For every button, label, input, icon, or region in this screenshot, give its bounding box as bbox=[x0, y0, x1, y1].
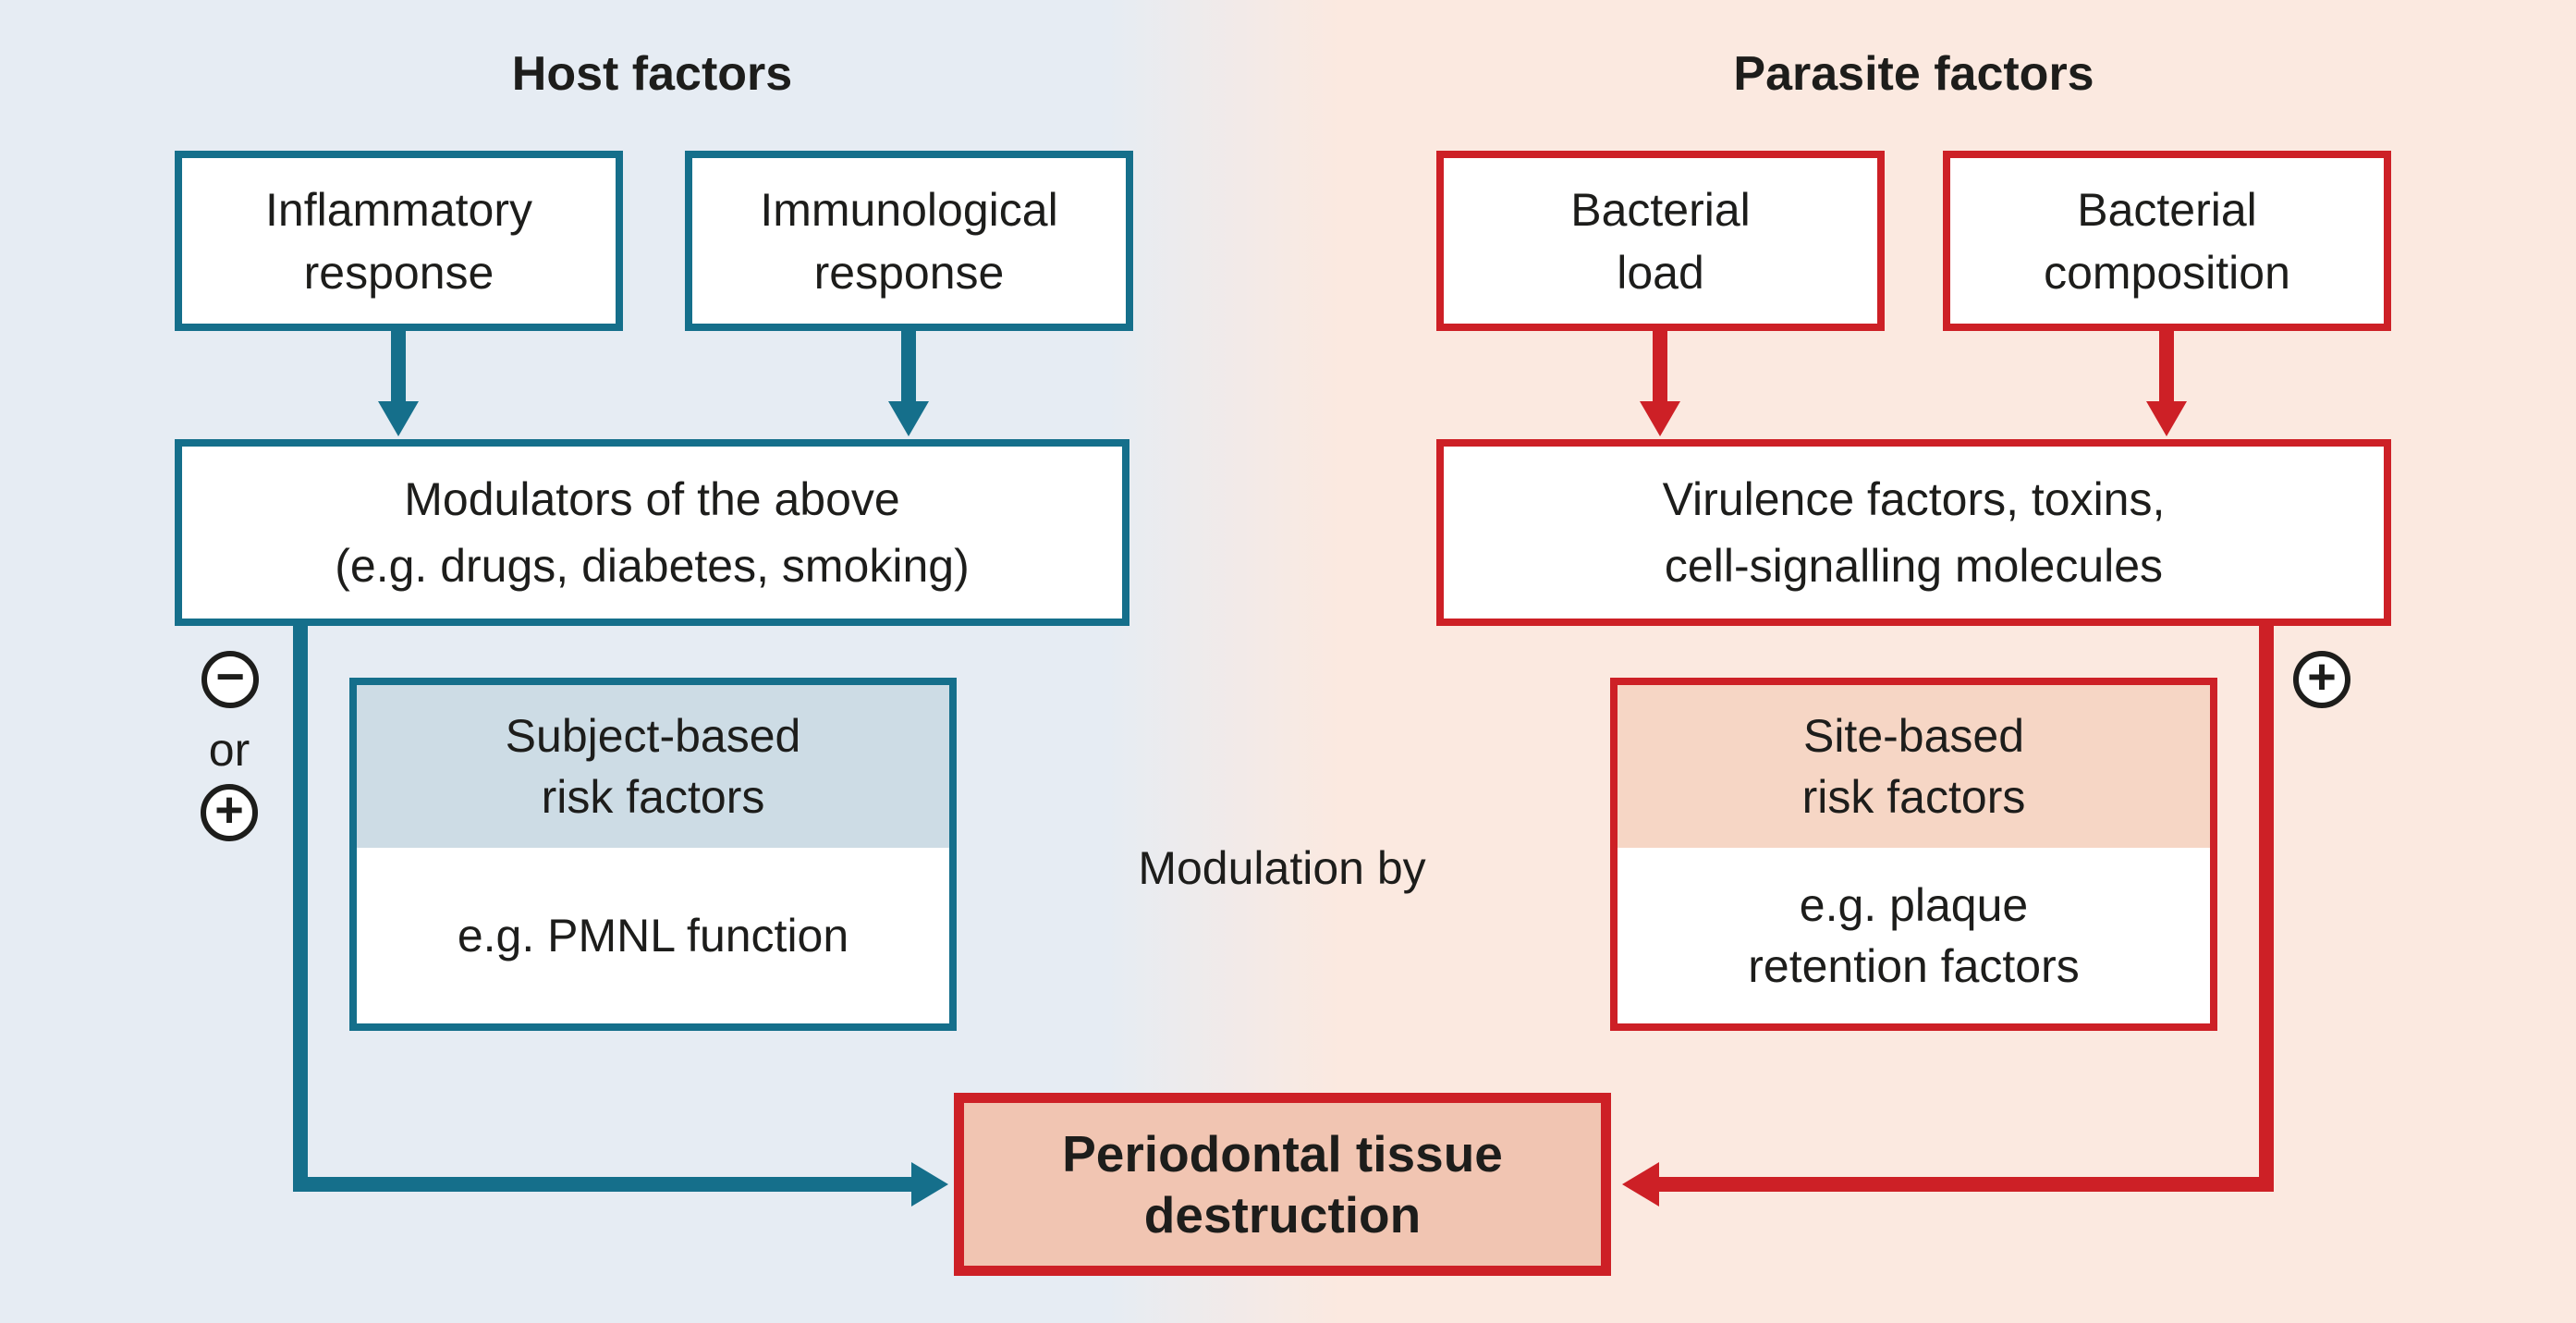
immunological-response-line2: response bbox=[813, 246, 1005, 299]
host-elbow-vertical-line bbox=[293, 626, 308, 1192]
subject-risk-factors-box: Subject-based risk factors e.g. PMNL fun… bbox=[349, 678, 957, 1031]
subject-risk-factors-header: Subject-based risk factors bbox=[357, 685, 949, 848]
inflammatory-response-box: Inflammatory response bbox=[175, 151, 623, 331]
plus-circle-right-icon: + bbox=[2293, 651, 2350, 708]
site-risk-example-line1: e.g. plaque bbox=[1799, 879, 2029, 931]
bacterial-load-box: Bacterial load bbox=[1436, 151, 1885, 331]
plus-symbol-right: + bbox=[2307, 649, 2337, 704]
minus-circle-icon: − bbox=[201, 651, 259, 708]
host-elbow-horizontal-line bbox=[293, 1177, 913, 1192]
arrow-inflammatory-to-modulators-shaft bbox=[391, 331, 406, 401]
arrow-load-to-virulence-head-icon bbox=[1640, 401, 1680, 436]
modulators-line1: Modulators of the above bbox=[404, 473, 900, 525]
subject-risk-factors-body: e.g. PMNL function bbox=[357, 848, 949, 1023]
arrow-load-to-virulence-shaft bbox=[1653, 331, 1667, 401]
subject-risk-header-line2: risk factors bbox=[541, 771, 765, 823]
arrow-composition-to-virulence-shaft bbox=[2159, 331, 2174, 401]
periodontal-destruction-box: Periodontal tissue destruction bbox=[954, 1093, 1611, 1276]
modulation-by-label: Modulation by bbox=[1138, 842, 1426, 894]
parasite-arrow-to-destruction-head-icon bbox=[1622, 1162, 1659, 1207]
subject-risk-header-line1: Subject-based bbox=[505, 710, 801, 762]
virulence-line1: Virulence factors, toxins, bbox=[1662, 473, 2166, 525]
virulence-line2: cell-signalling molecules bbox=[1664, 540, 2164, 592]
bacterial-composition-box: Bacterial composition bbox=[1943, 151, 2391, 331]
site-risk-header-line2: risk factors bbox=[1801, 771, 2026, 823]
minus-symbol: − bbox=[215, 649, 245, 704]
bacterial-composition-line2: composition bbox=[2044, 246, 2290, 299]
site-risk-header-line1: Site-based bbox=[1802, 710, 2025, 762]
periodontal-destruction-line1: Periodontal tissue bbox=[1062, 1125, 1503, 1182]
bacterial-load-line2: load bbox=[1617, 246, 1704, 299]
plus-circle-left-icon: + bbox=[201, 784, 258, 841]
immunological-response-line1: Immunological bbox=[760, 183, 1058, 236]
modulators-line2: (e.g. drugs, diabetes, smoking) bbox=[335, 540, 970, 592]
periodontal-destruction-line2: destruction bbox=[1143, 1186, 1422, 1243]
parasite-elbow-vertical-line bbox=[2259, 626, 2274, 1192]
parasite-elbow-horizontal-line bbox=[1659, 1177, 2274, 1192]
inflammatory-response-line2: response bbox=[303, 246, 494, 299]
virulence-factors-box: Virulence factors, toxins, cell-signalli… bbox=[1436, 439, 2391, 626]
arrow-immunological-to-modulators-head-icon bbox=[888, 401, 929, 436]
site-risk-factors-body: e.g. plaque retention factors bbox=[1618, 848, 2210, 1023]
arrow-immunological-to-modulators-shaft bbox=[901, 331, 916, 401]
site-risk-factors-header: Site-based risk factors bbox=[1618, 685, 2210, 848]
parasite-factors-title: Parasite factors bbox=[1733, 47, 2094, 101]
subject-risk-example: e.g. PMNL function bbox=[457, 910, 849, 962]
bacterial-composition-line1: Bacterial bbox=[2077, 183, 2257, 236]
site-risk-factors-box: Site-based risk factors e.g. plaque rete… bbox=[1610, 678, 2217, 1031]
arrow-inflammatory-to-modulators-head-icon bbox=[378, 401, 419, 436]
or-label: or bbox=[208, 724, 250, 776]
host-factors-title: Host factors bbox=[511, 47, 793, 101]
modulators-box: Modulators of the above (e.g. drugs, dia… bbox=[175, 439, 1129, 626]
arrow-composition-to-virulence-head-icon bbox=[2146, 401, 2187, 436]
bacterial-load-line1: Bacterial bbox=[1570, 183, 1751, 236]
site-risk-example-line2: retention factors bbox=[1748, 940, 2080, 992]
plus-symbol-left: + bbox=[214, 782, 244, 838]
immunological-response-box: Immunological response bbox=[685, 151, 1133, 331]
host-arrow-to-destruction-head-icon bbox=[911, 1162, 948, 1207]
inflammatory-response-line1: Inflammatory bbox=[265, 183, 532, 236]
